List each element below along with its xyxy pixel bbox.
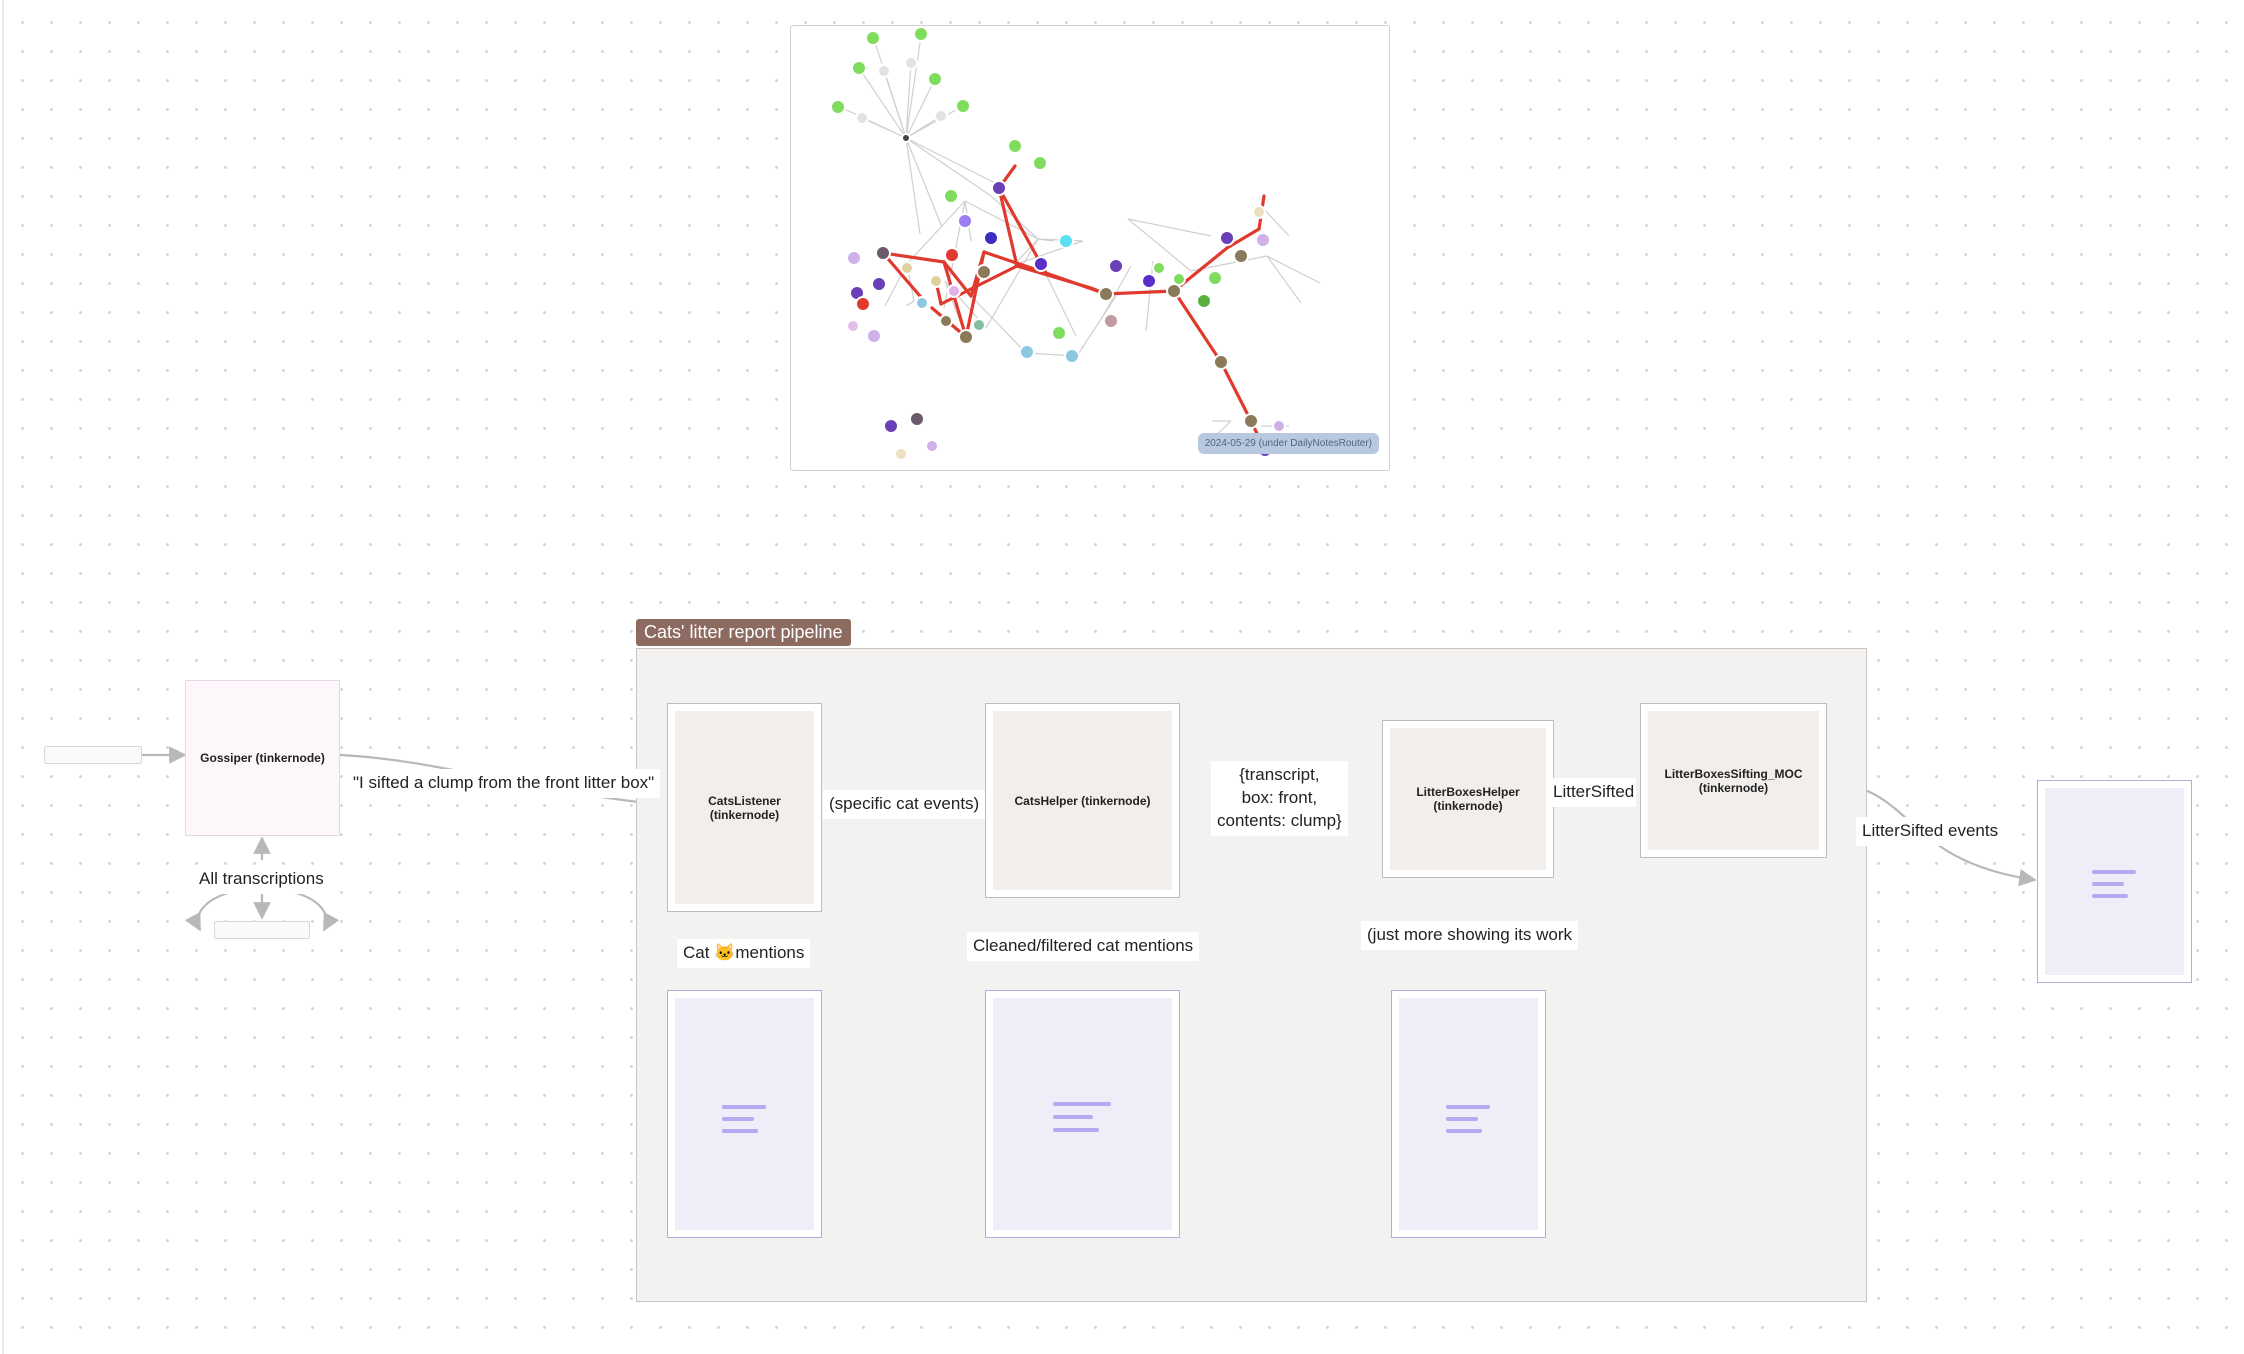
cats-listener-node[interactable]: CatsListener (tinkernode) (667, 703, 822, 912)
edge-label-transcription: "I sifted a clump from the front litter … (347, 769, 661, 798)
gossiper-node[interactable]: Gossiper (tinkernode) (185, 680, 340, 836)
litter-sifted-events-note[interactable] (2037, 780, 2192, 983)
edge-transcriptions-right (295, 891, 340, 932)
transcript-line-3: contents: clump} (1217, 810, 1342, 830)
work-log-note[interactable] (1391, 990, 1546, 1238)
canvas-left-edge (2, 0, 4, 1354)
edge-label-cleaned-filtered: Cleaned/filtered cat mentions (967, 932, 1200, 961)
edge-label-litter-sifted: LitterSifted (1551, 778, 1637, 807)
cats-helper-label: CatsHelper (tinkernode) (993, 711, 1172, 890)
graph-view-panel[interactable]: 2024-05-29 (under DailyNotesRouter) (790, 25, 1390, 471)
graph-network (830, 26, 1321, 461)
edge-label-specific-cat-events: (specific cat events) (823, 790, 986, 819)
edge-transcriptions-left (184, 891, 229, 932)
graph-caption: 2024-05-29 (under DailyNotesRouter) (1197, 433, 1379, 454)
cat-mentions-prefix: Cat (683, 943, 710, 962)
litter-boxes-helper-node[interactable]: LitterBoxesHelper (tinkernode) (1382, 720, 1554, 878)
edge-label-cat-mentions: Cat 🐱mentions (677, 939, 811, 968)
group-title[interactable]: Cats' litter report pipeline (636, 619, 851, 646)
edge-label-litter-sifted-events: LitterSifted events (1856, 817, 2005, 846)
cat-mentions-note[interactable] (667, 990, 822, 1238)
cat-mentions-suffix: mentions (735, 943, 805, 962)
edge-label-transcript-object: {transcript, box: front, contents: clump… (1211, 761, 1348, 836)
transcript-line-1: {transcript, (1239, 765, 1320, 784)
litter-boxes-sifting-moc-label: LitterBoxesSifting_MOC (tinkernode) (1648, 711, 1819, 850)
transcriptions-card[interactable] (214, 921, 310, 939)
edge-label-all-transcriptions: All transcriptions (193, 865, 330, 894)
litter-boxes-helper-label: LitterBoxesHelper (tinkernode) (1390, 728, 1546, 870)
cats-listener-label: CatsListener (tinkernode) (675, 711, 814, 904)
cats-helper-node[interactable]: CatsHelper (tinkernode) (985, 703, 1180, 898)
cat-face-icon: 🐱 (714, 943, 736, 962)
litter-boxes-sifting-moc-node[interactable]: LitterBoxesSifting_MOC (tinkernode) (1640, 703, 1827, 858)
input-card[interactable] (44, 746, 142, 764)
gossiper-node-label: Gossiper (tinkernode) (200, 751, 325, 765)
cleaned-mentions-note[interactable] (985, 990, 1180, 1238)
transcript-line-2: box: front, (1241, 787, 1318, 807)
edge-label-showing-work: (just more showing its work (1361, 921, 1579, 950)
